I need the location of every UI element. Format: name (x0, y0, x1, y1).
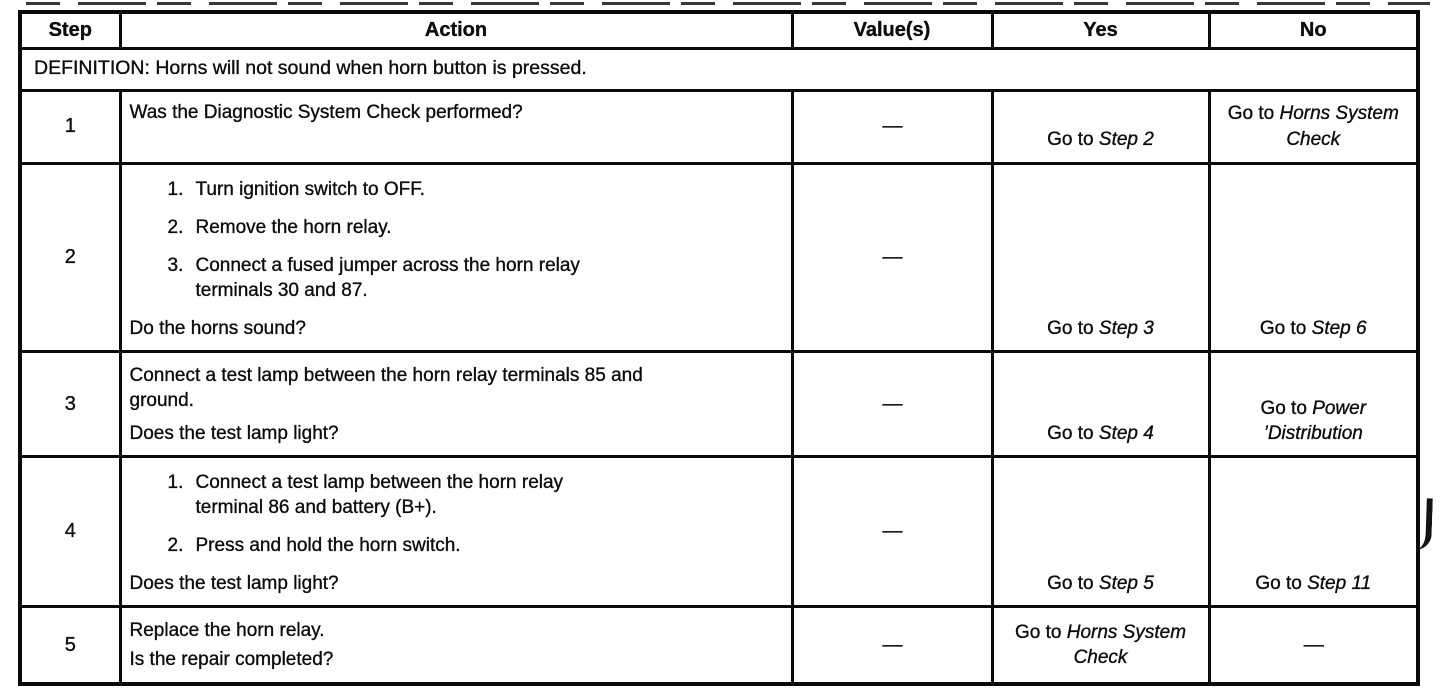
action-cell: Was the Diagnostic System Check performe… (118, 88, 794, 165)
action-cell: 1.Turn ignition switch to OFF. 2.Remove … (118, 161, 794, 353)
definition-row: DEFINITION: Horns will not sound when ho… (18, 46, 1420, 92)
table-row: 4 1.Connect a test lamp between the horn… (18, 454, 1420, 609)
list-item: 2.Remove the horn relay. (167, 216, 392, 238)
yes-cell: Go to Step 4 (990, 349, 1211, 458)
list-item: 3.Connect a fused jumper across the horn… (167, 254, 580, 301)
goto-reference: Go to Step 3 (1047, 317, 1154, 339)
action-cell: 1.Connect a test lamp between the horn r… (118, 454, 794, 609)
header-cell-step: Step (18, 10, 122, 50)
table-row: 2 1.Turn ignition switch to OFF. 2.Remov… (18, 161, 1420, 353)
goto-reference: Go to Horns System Check (1227, 103, 1399, 150)
diagnostic-table: Step Action Value(s) Yes No DEFINITION: … (18, 10, 1420, 687)
value-cell: — (790, 349, 994, 458)
list-item: 1.Connect a test lamp between the horn r… (167, 471, 564, 518)
action-cell: Replace the horn relay. Is the repair co… (118, 605, 794, 686)
action-question: Was the Diagnostic System Check performe… (129, 101, 523, 123)
goto-reference: Go to Step 4 (1047, 422, 1154, 444)
action-question: Does the test lamp light? (129, 573, 339, 595)
goto-reference: Go to Step 6 (1259, 317, 1367, 339)
step-cell: 3 (18, 349, 122, 458)
action-step-list: 1.Connect a test lamp between the horn r… (130, 466, 781, 571)
action-question: Do the horns sound? (129, 317, 306, 339)
table-row: 3 Connect a test lamp between the horn r… (18, 349, 1420, 458)
value-cell: — (790, 454, 994, 609)
goto-reference: Go to Step 5 (1047, 573, 1154, 595)
header-cell-action: Action (118, 10, 794, 50)
step-cell: 5 (18, 605, 122, 686)
yes-cell: Go to Step 5 (990, 454, 1211, 609)
value-cell: — (790, 605, 994, 686)
no-cell: Go to Horns System Check (1207, 88, 1420, 165)
step-cell: 1 (18, 88, 122, 165)
value-cell: — (790, 88, 994, 165)
definition-text: DEFINITION: Horns will not sound when ho… (18, 46, 1420, 92)
action-cell: Connect a test lamp between the horn rel… (118, 349, 794, 458)
goto-reference: Go to Horns System Check (1014, 622, 1187, 669)
step-cell: 2 (18, 161, 122, 353)
goto-reference: Go to Power ’Distribution (1260, 397, 1367, 444)
step-cell: 4 (18, 454, 122, 609)
list-item: 2.Press and hold the horn switch. (167, 535, 461, 557)
action-question: Does the test lamp light? (129, 422, 339, 444)
no-cell: Go to Power ’Distribution (1207, 349, 1420, 458)
yes-cell: Go to Horns System Check (990, 605, 1211, 686)
diagnostic-table-sheet: Step Action Value(s) Yes No DEFINITION: … (18, 10, 1420, 687)
table-row: 1 Was the Diagnostic System Check perfor… (18, 88, 1420, 165)
action-step-list: 1.Turn ignition switch to OFF. 2.Remove … (130, 173, 781, 316)
header-cell-values: Value(s) (790, 10, 994, 50)
scan-artifact-top-line (26, 2, 1430, 5)
goto-reference: Go to Step 2 (1047, 129, 1154, 151)
action-instruction: Replace the horn relay. (129, 620, 325, 642)
value-cell: — (790, 161, 994, 353)
goto-reference: Go to Step 11 (1255, 573, 1372, 595)
no-cell: — (1207, 605, 1420, 686)
header-cell-yes: Yes (990, 10, 1211, 50)
no-cell: Go to Step 11 (1207, 454, 1420, 609)
no-cell: Go to Step 6 (1207, 161, 1420, 353)
table-row: 5 Replace the horn relay. Is the repair … (18, 605, 1420, 686)
header-row: Step Action Value(s) Yes No (18, 10, 1420, 50)
action-instruction: Connect a test lamp between the horn rel… (129, 364, 643, 411)
header-cell-no: No (1207, 10, 1420, 50)
action-question: Is the repair completed? (129, 649, 334, 671)
list-item: 1.Turn ignition switch to OFF. (167, 178, 425, 200)
yes-cell: Go to Step 2 (990, 88, 1211, 165)
yes-cell: Go to Step 3 (990, 161, 1211, 353)
